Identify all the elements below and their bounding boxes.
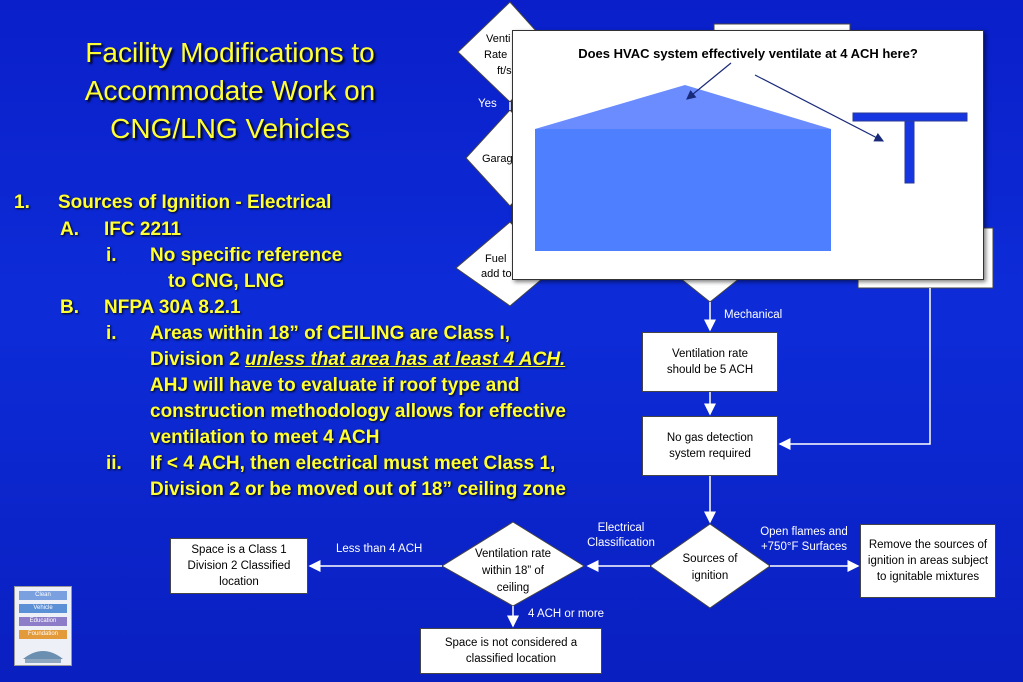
outline-item-bi-1: Areas within 18” of CEILING are Class I, xyxy=(150,323,511,344)
sources-diamond-line-1: Sources of xyxy=(683,553,739,565)
hvac-question-popup: Does HVAC system effectively ventilate a… xyxy=(512,30,984,280)
outline-num-b: B. xyxy=(60,297,79,318)
vent-diamond-line-1: Ventilation rate xyxy=(475,548,551,560)
less-than-label: Less than 4 ACH xyxy=(336,543,423,555)
outline-item-bii-1: If < 4 ACH, then electrical must meet Cl… xyxy=(150,453,556,474)
partial-top-line-1: Venti xyxy=(486,33,510,45)
clean-vehicle-logo: Clean Vehicle Education Foundation xyxy=(14,586,72,666)
slide-title: Facility Modifications to Accommodate Wo… xyxy=(30,34,430,148)
outline-num-1: 1. xyxy=(14,192,30,213)
not-classified-box: Space is not considered a classified loc… xyxy=(420,628,602,674)
vent-diamond-line-3: ceiling xyxy=(497,582,530,594)
outline-item-ai-1: No specific reference xyxy=(150,245,343,266)
tee-bar xyxy=(852,112,968,122)
outline-num-a: A. xyxy=(60,219,79,240)
logo-word-3: Education xyxy=(19,617,67,626)
partial-fuel-line-1: Fuel xyxy=(485,253,506,265)
no-gas-detection-box: No gas detection system required xyxy=(642,416,778,476)
title-line-2: Accommodate Work on xyxy=(84,75,376,106)
outline-num-ai: i. xyxy=(106,245,117,266)
logo-graphic xyxy=(23,651,63,663)
partial-fuel-line-2: add to xyxy=(481,268,512,280)
title-line-3: CNG/LNG Vehicles xyxy=(110,113,350,144)
ach-more-label: 4 ACH or more xyxy=(528,608,605,620)
tee-stem xyxy=(904,120,915,184)
outline-item-bi-2: Division 2 unless that area has at least… xyxy=(150,347,565,373)
outline-item-bi-4: construction methodology allows for effe… xyxy=(150,401,566,422)
outline-item-1: Sources of Ignition - Electrical xyxy=(58,192,332,213)
yes-label: Yes xyxy=(478,98,497,110)
logo-word-1: Clean xyxy=(19,591,67,600)
vent-diamond-line-2: within 18” of xyxy=(481,565,545,577)
logo-word-2: Vehicle xyxy=(19,604,67,613)
partial-top-line-3: ft/s xyxy=(497,65,512,77)
partial-garage-text: Garag xyxy=(482,153,513,165)
remove-sources-box: Remove the sources of ignition in areas … xyxy=(860,524,996,598)
electrical-label: Electrical Classification xyxy=(587,522,655,549)
popup-illustration xyxy=(535,62,968,251)
outline-item-bi-3: AHJ will have to evaluate if roof type a… xyxy=(150,375,520,396)
outline-item-ai-2: to CNG, LNG xyxy=(168,271,285,292)
title-line-1: Facility Modifications to xyxy=(85,37,375,68)
arrow-to-tee xyxy=(754,74,885,142)
logo-word-4: Foundation xyxy=(19,630,67,639)
partial-top-line-2: Rate xyxy=(484,49,507,61)
outline-num-bii: ii. xyxy=(106,453,122,474)
partial-diamond-center xyxy=(678,277,742,303)
open-flames-label: Open flames and +750°F Surfaces xyxy=(760,526,848,553)
outline: 1. Sources of Ignition - Electrical A. I… xyxy=(0,0,640,520)
popup-question: Does HVAC system effectively ventilate a… xyxy=(578,46,918,61)
building-roof xyxy=(535,85,831,129)
sources-diamond xyxy=(649,523,771,609)
arrow-to-roof xyxy=(686,62,732,100)
outline-num-bi: i. xyxy=(106,323,117,344)
building-wall xyxy=(535,129,831,251)
class1-location-box: Space is a Class 1 Division 2 Classified… xyxy=(170,538,308,594)
connector-right-nogas xyxy=(778,288,931,450)
outline-item-bi-2b: unless that area has at least 4 ACH. xyxy=(245,349,566,370)
outline-item-bii-2: Division 2 or be moved out of 18” ceilin… xyxy=(150,479,566,500)
mechanical-label: Mechanical xyxy=(724,309,783,321)
outline-item-bi-5: ventilation to meet 4 ACH xyxy=(150,427,380,448)
sources-diamond-line-2: ignition xyxy=(692,570,728,582)
outline-item-a: IFC 2211 xyxy=(104,219,182,240)
outline-item-b: NFPA 30A 8.2.1 xyxy=(104,297,241,318)
outline-item-bi-2a: Division 2 xyxy=(150,349,246,370)
ventilation-rate-box: Ventilation rate should be 5 ACH xyxy=(642,332,778,392)
